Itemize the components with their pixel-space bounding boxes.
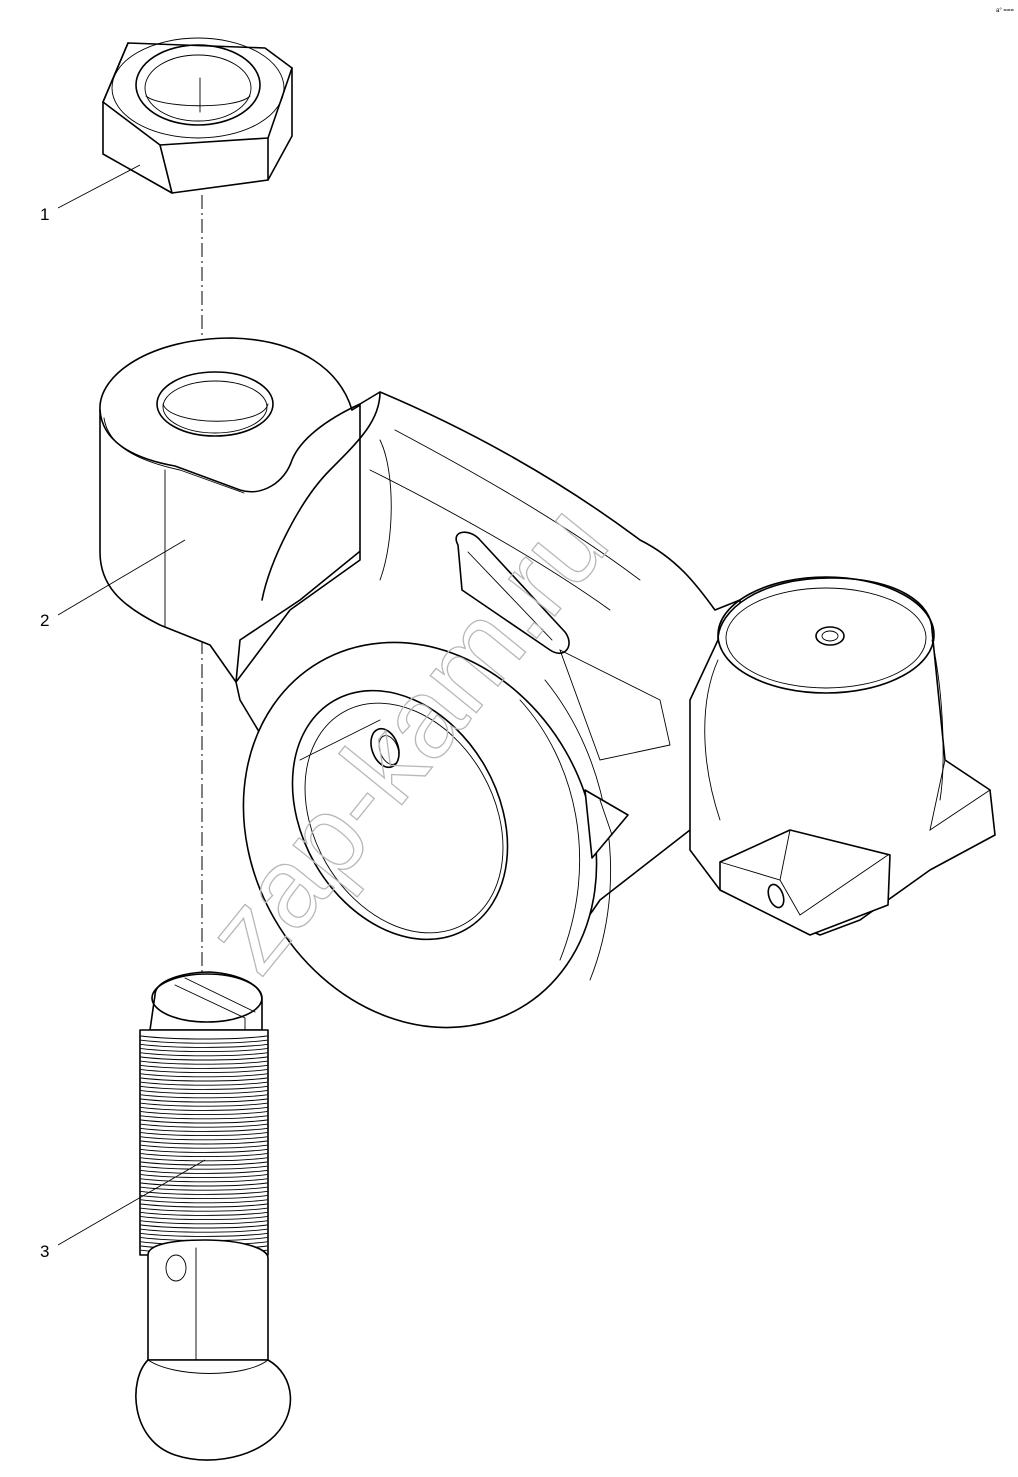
thread-line — [140, 1174, 268, 1179]
thread-line — [140, 1064, 268, 1069]
thread-line — [140, 1169, 268, 1174]
thread-line — [140, 1085, 268, 1090]
thread-line — [140, 1190, 268, 1195]
thread-line — [140, 1224, 268, 1229]
thread-line — [140, 1069, 268, 1074]
thread-line — [140, 1144, 268, 1149]
thread-line — [140, 1195, 268, 1200]
thread-line — [140, 1119, 268, 1124]
thread-line — [140, 1052, 268, 1057]
thread-line — [140, 1203, 268, 1208]
thread-line — [140, 1161, 268, 1166]
thread-line — [140, 1228, 268, 1233]
thread-line — [140, 1199, 268, 1204]
thread-line — [140, 1132, 268, 1137]
thread-line — [140, 1102, 268, 1107]
thread-line — [140, 1106, 268, 1111]
thread-line — [140, 1232, 268, 1237]
thread-line — [140, 1081, 268, 1086]
thread-line — [140, 1115, 268, 1120]
thread-line — [140, 1111, 268, 1116]
thread-line — [140, 1073, 268, 1078]
hex-nut — [102, 37, 293, 194]
thread-line — [140, 1220, 268, 1225]
thread-line — [140, 1165, 268, 1170]
thread-line — [140, 1136, 268, 1141]
callout-3-label: 3 — [40, 1242, 49, 1261]
corner-mark: a° === — [996, 8, 1014, 14]
callout-3: 3 — [40, 1159, 206, 1261]
callout-2-label: 2 — [40, 611, 49, 630]
callout-2: 2 — [40, 539, 186, 630]
callout-1: 1 — [40, 164, 141, 224]
thread-line — [140, 1153, 268, 1158]
thread-line — [140, 1207, 268, 1212]
thread-line — [140, 1216, 268, 1221]
thread-line — [140, 1178, 268, 1183]
thread-line — [140, 1090, 268, 1095]
thread-line — [140, 1098, 268, 1103]
thread-line — [140, 1157, 268, 1162]
thread-line — [140, 1077, 268, 1082]
rocker-arm — [99, 337, 996, 1029]
thread-line — [140, 1140, 268, 1145]
thread-line — [140, 1123, 268, 1128]
thread-line — [140, 1056, 268, 1061]
thread-line — [140, 1182, 268, 1187]
thread-line — [140, 1043, 268, 1048]
thread-line — [140, 1060, 268, 1065]
thread-line — [140, 1048, 268, 1053]
thread-line — [140, 1039, 268, 1044]
callout-1-label: 1 — [40, 205, 49, 224]
adjusting-screw — [135, 971, 292, 1461]
thread-line — [140, 1127, 268, 1132]
thread-line — [140, 1148, 268, 1153]
thread-line — [140, 1094, 268, 1099]
thread-line — [140, 1035, 268, 1040]
thread-line — [140, 1186, 268, 1191]
thread-line — [140, 1211, 268, 1216]
